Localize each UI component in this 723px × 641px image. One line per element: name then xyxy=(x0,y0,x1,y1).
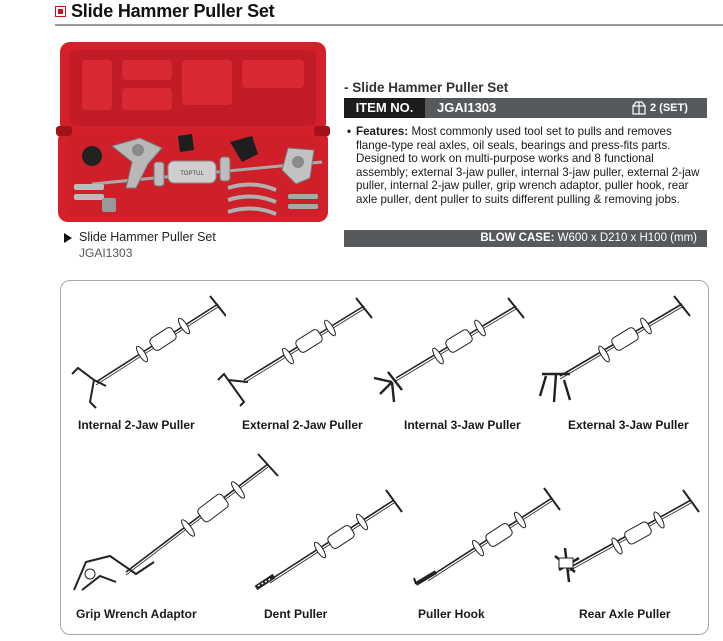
header-rule xyxy=(55,24,723,26)
tool-name: External 3-Jaw Puller xyxy=(568,418,689,432)
product-photo: TOPTUL xyxy=(52,38,332,225)
tool-name: Internal 3-Jaw Puller xyxy=(404,418,521,432)
external-2-jaw-puller-icon xyxy=(217,297,373,407)
tool-dent-puller: Dent Puller xyxy=(240,450,420,630)
case-brand-text: TOPTUL xyxy=(180,171,204,177)
blow-case-bar: BLOW CASE: W600 x D210 x H100 (mm) xyxy=(344,230,707,247)
tool-name: Dent Puller xyxy=(264,607,328,621)
features-text: Most commonly used tool set to pulls and… xyxy=(356,125,700,206)
external-3-jaw-puller-icon xyxy=(538,295,691,403)
section-header: Slide Hammer Puller Set xyxy=(0,0,723,27)
tool-name: Internal 2-Jaw Puller xyxy=(78,418,195,432)
grip-wrench-adaptor-icon xyxy=(73,453,279,591)
caption-arrow-icon xyxy=(64,233,72,243)
item-number-value: JGAI1303 xyxy=(437,100,497,115)
item-number-bar: ITEM NO. JGAI1303 2 (SET) xyxy=(344,98,707,118)
tool-external-3-jaw-puller: External 3-Jaw Puller xyxy=(530,290,705,440)
internal-3-jaw-puller-icon xyxy=(373,297,525,403)
tool-name: External 2-Jaw Puller xyxy=(242,418,363,432)
tool-puller-hook: Puller Hook xyxy=(400,450,580,630)
blow-case-label: BLOW CASE: xyxy=(480,232,555,244)
rear-axle-puller-icon xyxy=(554,489,700,583)
tool-name: Puller Hook xyxy=(418,607,485,621)
dent-puller-icon xyxy=(254,489,403,591)
tool-name: Rear Axle Puller xyxy=(579,607,671,621)
bullet-square-icon xyxy=(55,6,66,17)
internal-2-jaw-puller-icon xyxy=(71,295,226,409)
features-block: • Features: Most commonly used tool set … xyxy=(347,125,709,206)
photo-caption: Slide Hammer Puller Set xyxy=(79,230,216,244)
photo-caption-code: JGAI1303 xyxy=(79,246,133,260)
blow-case-dimensions: W600 x D210 x H100 (mm) xyxy=(557,232,697,244)
puller-hook-icon xyxy=(413,487,561,586)
tool-external-2-jaw-puller: External 2-Jaw Puller xyxy=(214,290,384,440)
features-bullet-icon: • xyxy=(347,125,352,138)
tool-internal-3-jaw-puller: Internal 3-Jaw Puller xyxy=(366,290,536,440)
tool-internal-2-jaw-puller: Internal 2-Jaw Puller xyxy=(66,290,226,440)
item-number-label: ITEM NO. xyxy=(344,98,425,118)
item-quantity: 2 (SET) xyxy=(650,102,688,114)
tool-rear-axle-puller: Rear Axle Puller xyxy=(545,450,710,630)
tool-grip-wrench-adaptor: Grip Wrench Adaptor xyxy=(66,450,296,630)
product-subtitle: - Slide Hammer Puller Set xyxy=(344,80,509,95)
section-title: Slide Hammer Puller Set xyxy=(71,1,275,21)
tool-name: Grip Wrench Adaptor xyxy=(76,607,197,621)
features-label: Features: xyxy=(356,125,409,138)
package-box-icon xyxy=(632,101,646,115)
